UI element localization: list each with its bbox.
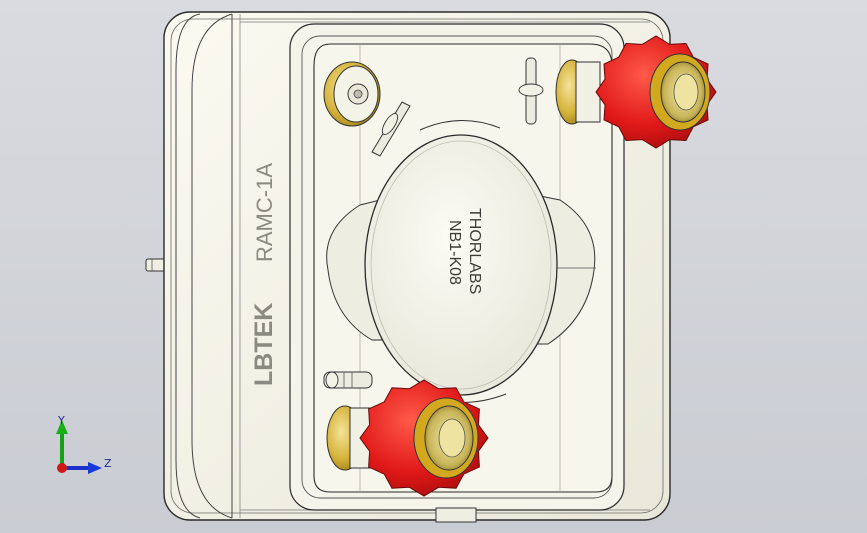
optic-lens[interactable]: THORLABS NB1-K08 [364, 134, 558, 396]
y-axis-label: Y [58, 414, 65, 427]
adjuster-knob-bottom[interactable] [326, 379, 489, 497]
spring-post-top [371, 101, 411, 157]
y-axis-arrow-icon [56, 420, 68, 466]
pivot-bushing-top [323, 61, 381, 127]
engraved-label: LBTEK RAMC-1A [250, 163, 278, 386]
axis-triad[interactable] [48, 408, 128, 488]
spring-post-bottom [323, 371, 373, 389]
brand-label: LBTEK [250, 303, 278, 386]
model-label: RAMC-1A [252, 163, 277, 262]
z-axis-arrow-icon [62, 462, 102, 474]
spring-hook-right [518, 57, 544, 125]
lens-brand-label: THORLABS [466, 208, 483, 294]
adjuster-knob-top[interactable] [555, 35, 717, 149]
z-axis-label: Z [104, 457, 112, 470]
origin-icon [57, 463, 67, 473]
lens-part-label: NB1-K08 [446, 220, 463, 285]
